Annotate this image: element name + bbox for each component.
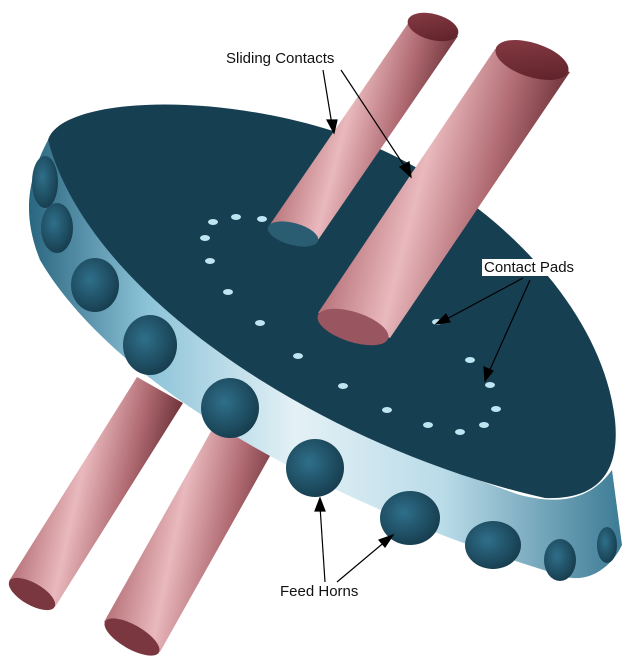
feed-horn: [32, 156, 58, 208]
contact-pad: [200, 235, 210, 241]
contact-pad: [479, 422, 489, 428]
feed-horn: [286, 439, 344, 497]
sliding-contacts-label: Sliding Contacts: [224, 50, 336, 67]
contact-pad: [223, 289, 233, 295]
feed-horn: [71, 258, 119, 312]
feed-horn: [597, 527, 617, 563]
contact-pad: [465, 357, 475, 363]
contact-pad: [255, 320, 265, 326]
feed-horn: [41, 203, 73, 253]
contact-pad: [293, 353, 303, 359]
contact-pad: [485, 382, 495, 388]
feed-horn: [544, 539, 576, 581]
contact-pad: [491, 406, 501, 412]
contact-pad: [231, 214, 241, 220]
contact-pad: [455, 429, 465, 435]
contact-pads-label: Contact Pads: [482, 259, 576, 276]
feed-horn: [465, 521, 521, 569]
contact-pad: [423, 422, 433, 428]
contact-pad: [257, 216, 267, 222]
feed-horn: [123, 315, 177, 375]
contact-pad: [382, 407, 392, 413]
contact-pad: [205, 258, 215, 264]
feed-horns-label: Feed Horns: [278, 583, 360, 600]
contact-pad: [208, 219, 218, 225]
contact-pad: [338, 383, 348, 389]
feed-horn: [201, 378, 259, 438]
